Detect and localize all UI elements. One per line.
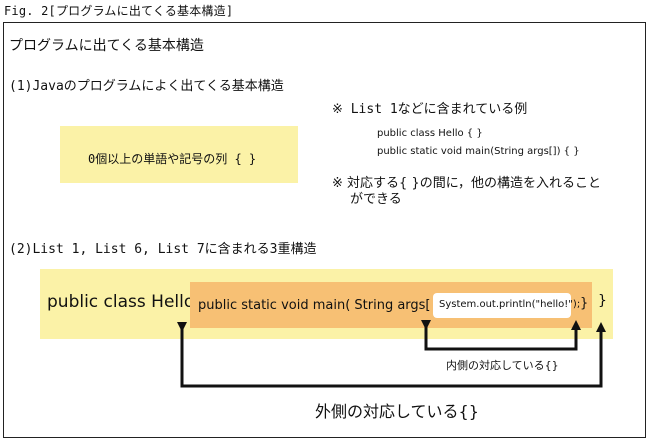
- inner-brace-caption: 内側の対応している{}: [446, 359, 559, 372]
- section1-heading: (1)Javaのプログラムによく出てくる基本構造: [9, 79, 284, 94]
- code-line-main: public static void main(String args[]) {…: [377, 146, 580, 157]
- main-method-close-brace: }: [580, 296, 589, 311]
- figure-frame: [3, 22, 646, 438]
- inner-brace-arrow: [421, 320, 581, 351]
- main-method-open: public static void main( String args[ ] …: [198, 298, 462, 313]
- outer-class-close-brace: }: [598, 293, 607, 309]
- outer-brace-caption: 外側の対応している{}: [315, 402, 479, 421]
- println-statement: System.out.println("hello!");: [439, 299, 581, 310]
- println-block: [433, 293, 571, 318]
- section2-heading: (2)List 1, List 6, List 7に含まれる3重構造: [9, 242, 317, 257]
- token-sequence-box: [60, 126, 298, 183]
- figure-label: Fig. 2[プログラムに出てくる基本構造]: [4, 4, 234, 18]
- outer-class-open: public class Hello {: [47, 292, 211, 312]
- token-sequence-text: 0個以上の単語や記号の列 { }: [88, 152, 257, 166]
- code-line-class: public class Hello { }: [377, 128, 483, 139]
- example-header: ※ List 1などに含まれている例: [332, 102, 528, 117]
- outer-brace-arrow: [177, 322, 606, 388]
- figure-title: プログラムに出てくる基本構造: [9, 38, 204, 54]
- note-line-1: ※ 対応する{ }の間に，他の構造を入れること: [332, 176, 602, 191]
- note-line-2: ができる: [350, 192, 402, 207]
